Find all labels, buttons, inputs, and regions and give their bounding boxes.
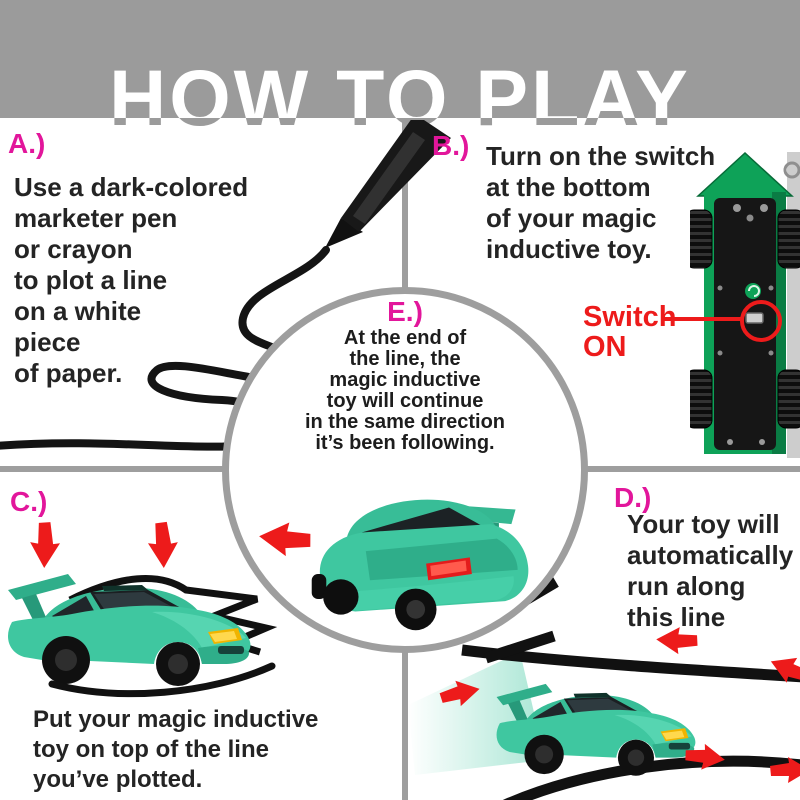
- step-c-label: C.): [10, 486, 48, 517]
- step-d-text: Your toy will automatically run along th…: [627, 509, 794, 632]
- header-band: HOW TO PLAY: [0, 0, 800, 118]
- step-c-caption: Put your magic inductive toy on top of t…: [33, 706, 319, 793]
- switch-highlight-ring-icon: [740, 300, 782, 342]
- divider-top-vertical: [402, 118, 408, 290]
- red-arrow-left-icon: [257, 519, 313, 559]
- red-arrow-right-icon: [770, 757, 800, 783]
- step-b-text: Turn on the switch at the bottom of your…: [486, 141, 716, 264]
- switch-pointer-line: [663, 317, 741, 321]
- red-arrow-left-icon: [655, 625, 699, 656]
- divider-left-horizontal: [0, 466, 224, 472]
- red-arrow-right-icon: [683, 741, 727, 773]
- center-circle: E.) At the end of the line, the magic in…: [222, 287, 588, 653]
- red-arrow-down-icon: [29, 521, 61, 569]
- page-title: HOW TO PLAY: [109, 53, 691, 119]
- step-a-label: A.): [8, 128, 46, 159]
- divider-bottom-vertical: [402, 650, 408, 800]
- toy-car-on-line-illustration: [8, 574, 278, 698]
- marker-pen-icon: [325, 120, 451, 248]
- step-d-label: D.): [614, 482, 652, 513]
- step-e-label: E.): [387, 296, 423, 327]
- step-a-text: Use a dark-colored marketer pen or crayo…: [14, 172, 249, 388]
- switch-callout-label: Switch ON: [583, 301, 677, 363]
- toy-car-rear-illustration: [311, 499, 529, 631]
- step-e-text: At the end of the line, the magic induct…: [304, 327, 506, 454]
- step-b-label: B.): [432, 130, 470, 161]
- divider-right-horizontal: [586, 466, 800, 472]
- red-arrow-down-icon: [147, 521, 179, 569]
